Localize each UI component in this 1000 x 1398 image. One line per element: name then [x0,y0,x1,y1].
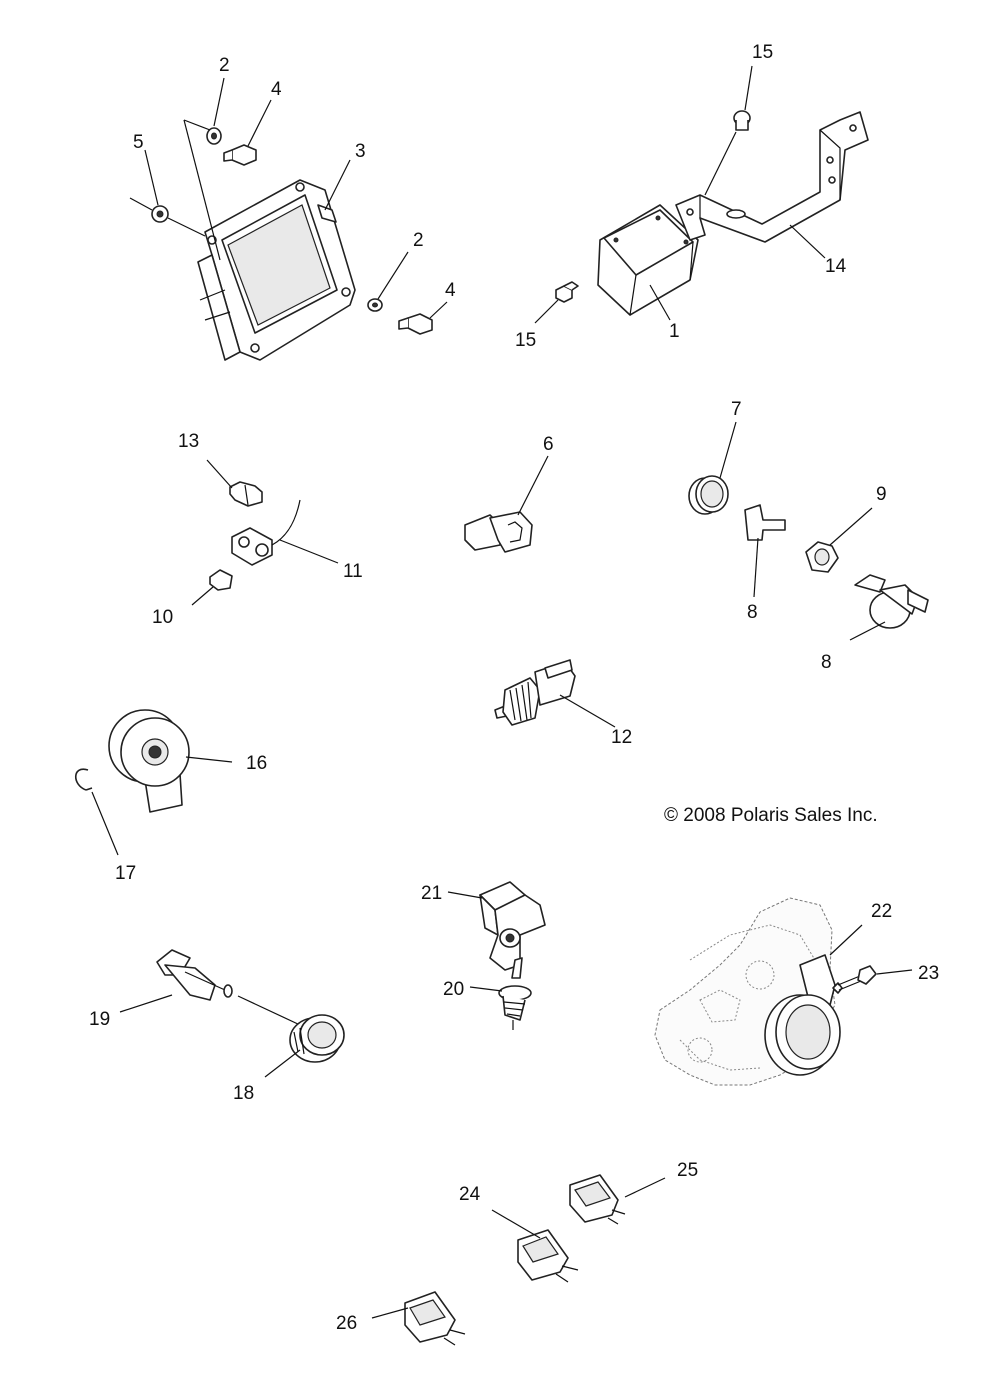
callout-4-right: 4 [445,280,456,301]
washer-2-right [367,298,383,312]
switch-26 [404,1291,466,1346]
temp-sensor-12 [494,659,576,726]
callout-8-right: 8 [821,652,832,673]
callout-19: 19 [89,1009,110,1030]
callout-12: 12 [611,727,632,748]
callout-21: 21 [421,883,442,904]
callout-16: 16 [246,753,267,774]
callout-24: 24 [459,1184,481,1205]
ecu-module [197,179,356,361]
socket-18 [289,1014,345,1063]
bolt-15-left [555,281,579,303]
callout-26: 26 [336,1313,357,1334]
callout-14: 14 [825,256,847,277]
callout-23: 23 [918,963,939,984]
callout-7: 7 [731,399,742,420]
callout-1: 1 [669,321,680,342]
callout-17: 17 [115,863,136,884]
bracket [675,111,869,243]
clip-17 [74,768,93,791]
plug-20 [498,985,532,1030]
switch-24 [517,1229,579,1283]
throttle-body-22 [654,897,841,1086]
copyright-text: © 2008 Polaris Sales Inc. [664,805,878,826]
callout-2-top: 2 [219,55,230,76]
callout-9: 9 [876,484,887,505]
callout-6: 6 [543,434,554,455]
callout-3: 3 [355,141,366,162]
callout-25: 25 [677,1160,698,1181]
switch-25 [569,1174,626,1225]
bolt-4-right [398,313,433,335]
sensor-6 [464,511,533,553]
callout-13: 13 [178,431,199,452]
callout-4-top: 4 [271,79,282,100]
callout-5: 5 [133,132,144,153]
plug-10 [209,569,233,591]
screw-23 [832,965,877,994]
washer-2-top [206,127,222,145]
callout-22: 22 [871,901,892,922]
sensor-8 [854,574,929,629]
callout-2-right: 2 [413,230,424,251]
grommet-7 [688,475,729,515]
callout-8-middle: 8 [747,602,758,623]
callout-20: 20 [443,979,464,1000]
nut-9 [805,541,839,573]
bolt-15-top [733,110,751,131]
knock-sensor-16 [108,709,190,813]
clip-8 [744,504,786,541]
washer-5 [151,205,169,223]
callout-11: 11 [343,561,363,582]
callout-10: 10 [152,607,173,628]
speed-sensor [231,499,301,566]
bolt-4-top [223,144,257,166]
relay-module [597,204,699,316]
bulb-19 [156,949,233,1001]
bolt-13 [229,481,263,507]
callout-18: 18 [233,1083,254,1104]
callout-15-left: 15 [515,330,536,351]
callout-15-top: 15 [752,42,773,63]
map-sensor-21 [479,881,546,979]
